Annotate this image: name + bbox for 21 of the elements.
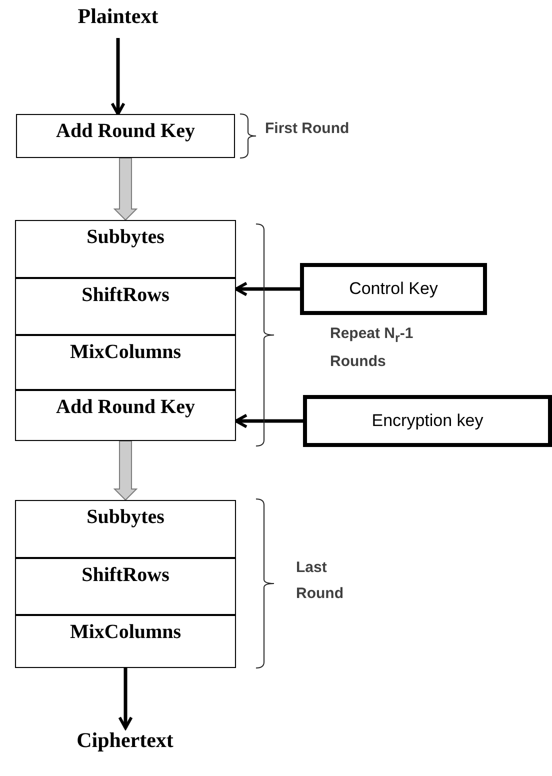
- brace-label: Last Round: [296, 558, 344, 604]
- block-arrow: [113, 440, 138, 501]
- process-box: Add Round Key: [15, 390, 236, 441]
- arrow: [110, 38, 126, 116]
- key-box: Encryption key: [303, 395, 552, 447]
- node-text: Ciphertext: [58, 728, 192, 762]
- arrow: [234, 414, 303, 428]
- process-box: MixColumns: [15, 615, 236, 668]
- brace-label: First Round: [265, 119, 350, 139]
- brace-label: Repeat N$_{r}$-1 Rounds: [330, 324, 414, 372]
- block-arrow: [113, 158, 138, 221]
- arrow: [234, 282, 300, 296]
- key-box: Control Key: [300, 263, 487, 315]
- process-box: Add Round Key: [16, 114, 235, 158]
- process-box: MixColumns: [15, 335, 236, 390]
- process-box: ShiftRows: [15, 278, 236, 335]
- process-box: ShiftRows: [15, 558, 236, 615]
- process-box: Subbytes: [15, 500, 236, 558]
- node-text: Plaintext: [58, 4, 178, 38]
- process-box: Subbytes: [15, 220, 236, 278]
- arrow: [118, 668, 133, 730]
